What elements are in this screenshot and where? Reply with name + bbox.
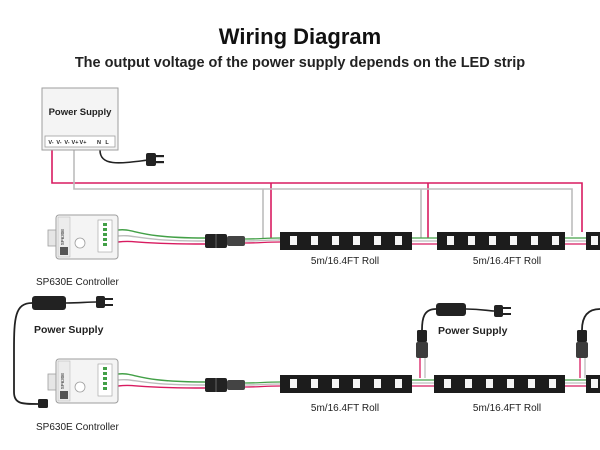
top-gray-ground-wire	[73, 150, 573, 236]
bottom-led-strip-3	[586, 375, 600, 393]
bottom-controller-label: SP630E Controller	[36, 422, 119, 433]
connector-icon	[205, 234, 245, 248]
bottom-left-ac-cable	[65, 301, 97, 304]
bottom-left-power-supply-label: Power Supply	[34, 324, 104, 336]
top-led-strip-3	[586, 232, 600, 250]
top-roll-label-1: 5m/16.4FT Roll	[311, 256, 379, 267]
top-power-supply-label: Power Supply	[49, 107, 113, 118]
dc-jack-icon	[38, 399, 48, 408]
bottom-led-strip-2	[434, 375, 565, 393]
terminal-label: V-	[48, 140, 53, 146]
controller-button-icon	[74, 381, 86, 393]
diagram-subtitle: The output voltage of the power supply d…	[74, 55, 526, 71]
terminal-label: V+	[80, 140, 87, 146]
bottom-roll-label-2: 5m/16.4FT Roll	[473, 403, 541, 414]
bottom-controller: SP630E SP630E Controller	[36, 358, 281, 433]
top-ac-cable	[99, 149, 149, 164]
top-red-power-wire	[51, 150, 583, 232]
bottom-led-strip-1	[280, 375, 412, 393]
top-wiring	[51, 149, 583, 238]
qr-code-icon	[60, 391, 68, 399]
bottom-right-power-adapter	[576, 308, 600, 378]
bottom-left-dc-cable	[13, 302, 39, 405]
terminal-label: V-	[56, 140, 61, 146]
bottom-left-power-adapter: Power Supply	[13, 296, 113, 408]
top-power-supply: Power Supply V- V- V- V+ V+ N L	[41, 87, 119, 151]
bottom-middle-power-supply-label: Power Supply	[438, 325, 508, 337]
controller-terminal-leds	[103, 223, 107, 246]
terminal-block: V- V- V- V+ V+ N L	[48, 140, 109, 146]
dc-jack-icon	[577, 330, 587, 342]
connector-icon	[205, 378, 245, 392]
terminal-label: V+	[72, 140, 79, 146]
terminal-label: N	[97, 140, 101, 146]
controller-button-icon	[74, 237, 86, 249]
top-roll-label-2: 5m/16.4FT Roll	[473, 256, 541, 267]
controller-side-text: SP630E	[60, 229, 65, 246]
bottom-strip-links	[412, 379, 586, 387]
terminal-label: V-	[64, 140, 69, 146]
top-led-strip-2	[437, 232, 565, 250]
top-controller: SP630E SP630E Controller	[36, 214, 287, 288]
ac-plug-icon	[96, 296, 113, 308]
controller-side-text: SP630E	[60, 373, 65, 390]
dc-jack-icon	[417, 330, 427, 342]
bottom-middle-power-adapter: Power Supply	[416, 303, 511, 378]
top-led-strip-1	[280, 232, 412, 250]
diagram-title: Wiring Diagram	[218, 24, 382, 49]
ac-plug-icon	[146, 153, 164, 166]
terminal-label: L	[105, 140, 109, 146]
bottom-roll-label-1: 5m/16.4FT Roll	[311, 403, 379, 414]
top-strip-links	[412, 237, 586, 245]
controller-terminal-leds	[103, 367, 107, 390]
top-controller-label: SP630E Controller	[36, 277, 119, 288]
ac-plug-icon	[494, 305, 511, 317]
qr-code-icon	[60, 247, 68, 255]
